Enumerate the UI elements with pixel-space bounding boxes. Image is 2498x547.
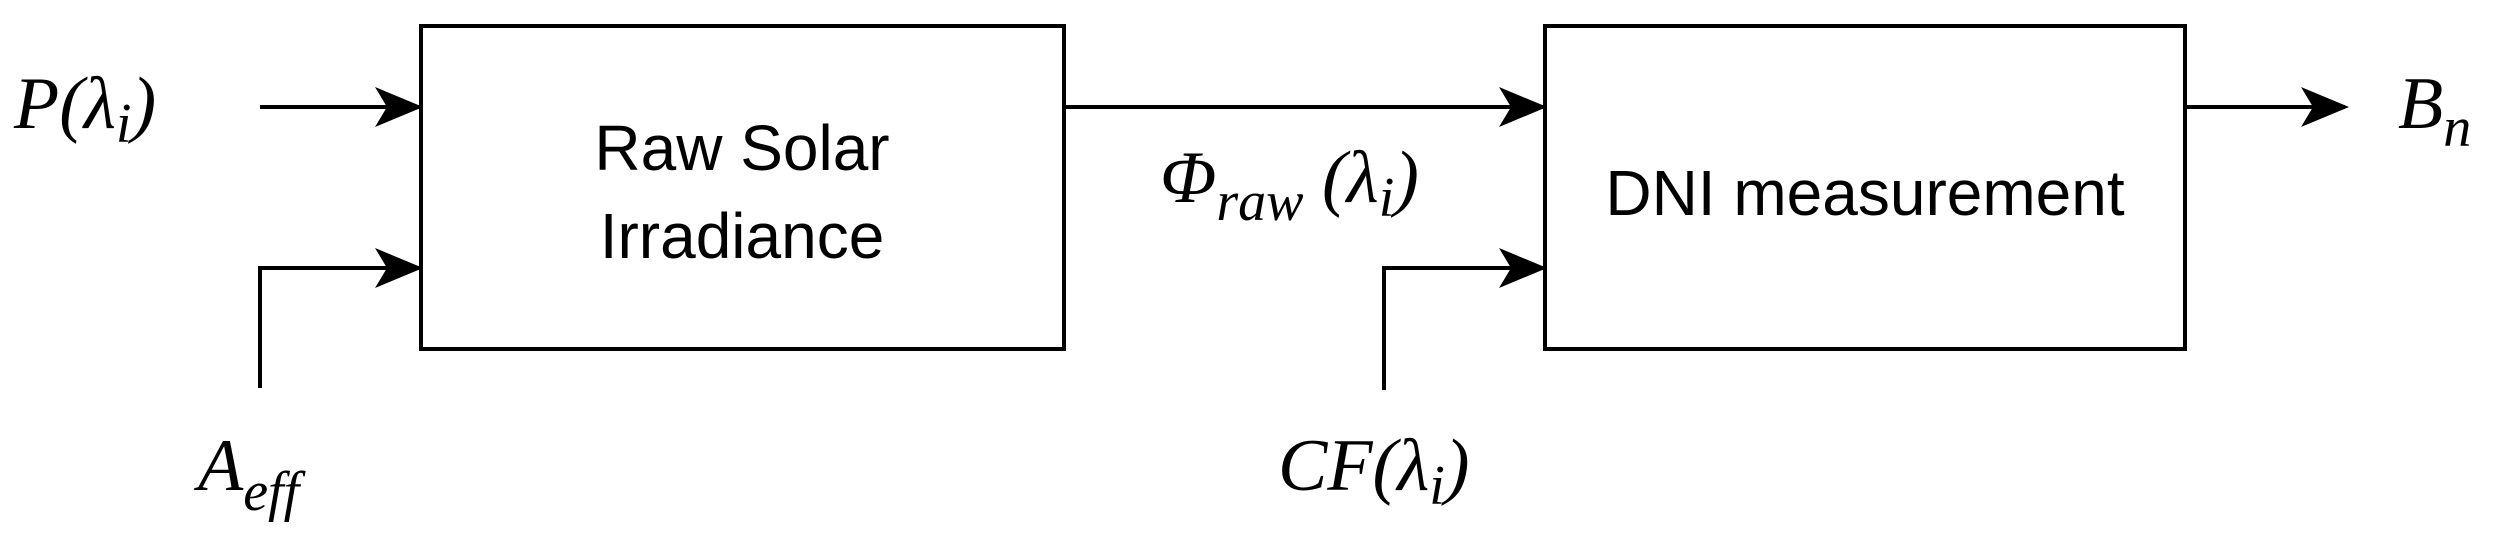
a-eff-input-arrow (258, 248, 423, 388)
raw-solar-label-line2: Irradiance (600, 200, 885, 272)
cf-lambda-tail: ) (1441, 425, 1470, 507)
cf-lambda-main: CF(λ (1278, 425, 1429, 507)
phi-raw-sub2: i (1379, 167, 1395, 229)
raw-solar-irradiance-box (419, 24, 1066, 351)
phi-raw-tail2: ) (1390, 137, 1419, 219)
dni-measurement-block: DNI measurement (1543, 24, 2187, 351)
b-n-label: Bn (2398, 63, 2471, 159)
cf-lambda-input-arrow (1382, 248, 1547, 390)
p-lambda-sub: i (116, 93, 132, 155)
p-lambda-label: P(λi) (13, 63, 156, 155)
cf-lambda-label: CF(λi) (1278, 425, 1469, 517)
a-eff-sub: eff (243, 461, 306, 523)
raw-solar-irradiance-block: Raw Solar Irradiance (419, 24, 1066, 351)
dni-measurement-label: DNI measurement (1605, 157, 2125, 229)
a-eff-main: A (193, 425, 244, 507)
phi-raw-main: Φ (1160, 137, 1216, 219)
b-n-main: B (2398, 63, 2443, 145)
p-lambda-tail: ) (127, 63, 156, 145)
a-eff-label: Aeff (193, 425, 307, 523)
phi-raw-tail1: (λ (1304, 137, 1379, 219)
p-lambda-main: P(λ (13, 63, 116, 145)
dni-measurement-box (1543, 24, 2187, 351)
raw-solar-label-line1: Raw Solar (594, 112, 889, 184)
cf-lambda-sub: i (1429, 455, 1445, 517)
b-n-sub: n (2443, 97, 2471, 159)
phi-raw-sub: raw (1216, 171, 1303, 233)
phi-raw-label: Φraw (λi) (1160, 137, 1419, 233)
